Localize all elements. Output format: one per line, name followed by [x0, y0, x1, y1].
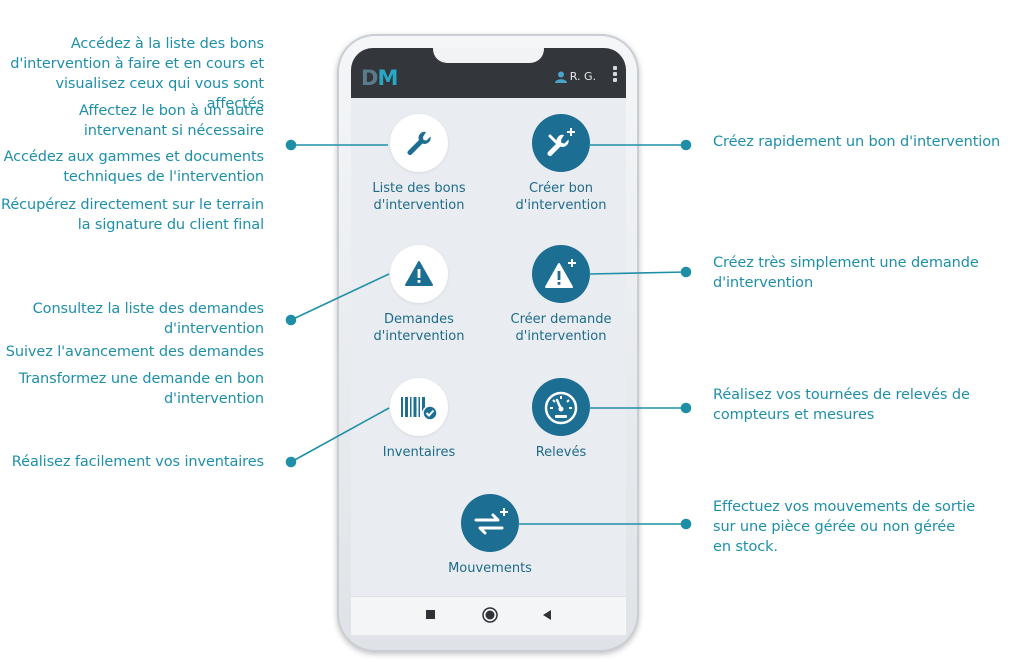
- kebab-menu-icon[interactable]: [613, 66, 618, 84]
- callout-line: d'intervention à faire et en cours et: [10, 56, 264, 72]
- tile-label: Créer demande d'intervention: [510, 312, 612, 344]
- tile-liste-bons[interactable]: Liste des bons d'intervention: [354, 114, 484, 214]
- callout-transformez: Transformez une demande en bon d'interve…: [19, 369, 264, 409]
- phone-notch: [433, 48, 544, 63]
- callout-gammes: Accédez aux gammes et documents techniqu…: [3, 147, 265, 187]
- callout-line: Transformez une demande en bon: [18, 371, 264, 387]
- callout-line: Créez très simplement une demande: [713, 255, 979, 271]
- tile-creer-demande[interactable]: Créer demande d'intervention: [496, 245, 626, 345]
- phone-screen: DM R. G. Liste des bons d'intervention C…: [351, 48, 626, 600]
- callout-line: sur une pièce gérée ou non gérée: [713, 519, 956, 535]
- circle-home-icon[interactable]: [482, 607, 498, 623]
- tile-label: Inventaires: [382, 445, 456, 460]
- logo-d: D: [361, 66, 378, 90]
- callout-line: Consultez la liste des demandes: [32, 301, 264, 317]
- callout-affectez: Affectez le bon à un autre intervenant s…: [79, 101, 264, 141]
- tile-creer-bon[interactable]: Créer bon d'intervention: [496, 114, 626, 214]
- tile-demandes[interactable]: Demandes d'intervention: [354, 245, 484, 345]
- square-icon[interactable]: [425, 609, 437, 621]
- callout-line: Suivez l'avancement des demandes: [5, 344, 264, 360]
- callout-suivez: Suivez l'avancement des demandes: [6, 342, 264, 362]
- tile-circle: [532, 245, 590, 303]
- callout-mouvements: Effectuez vos mouvements de sortie sur u…: [713, 497, 975, 557]
- callout-line: intervenant si nécessaire: [83, 123, 264, 139]
- tile-circle: [390, 378, 448, 436]
- callout-signature: Récupérez directement sur le terrain la …: [1, 195, 264, 235]
- callout-line: Réalisez facilement vos inventaires: [11, 454, 264, 470]
- callout-line: d'intervention: [163, 391, 264, 407]
- dm-logo: DM: [361, 66, 398, 90]
- callout-line: d'intervention: [163, 321, 264, 337]
- tile-circle: [390, 114, 448, 172]
- warning-plus-icon: [545, 259, 576, 288]
- callout-line: Récupérez directement sur le terrain: [1, 197, 264, 213]
- connector-dot: [285, 139, 297, 151]
- callout-line: Accédez aux gammes et documents: [3, 149, 265, 165]
- callout-line: en stock.: [713, 539, 778, 555]
- callout-line: visualisez ceux qui vous sont affectés: [55, 76, 264, 112]
- connector-dot: [285, 456, 297, 468]
- tile-circle: [390, 245, 448, 303]
- user-menu[interactable]: R. G.: [554, 70, 596, 83]
- user-icon: [554, 71, 567, 83]
- callout-liste-bons: Accédez à la liste des bons d'interventi…: [0, 34, 264, 114]
- callout-line: compteurs et mesures: [713, 407, 875, 423]
- connector-dot: [680, 402, 692, 414]
- callout-line: techniques de l'intervention: [63, 169, 264, 185]
- wrench-plus-icon: [547, 128, 575, 156]
- tile-label: Mouvements: [448, 561, 532, 576]
- tile-inventaires[interactable]: Inventaires: [354, 378, 484, 461]
- android-nav-bar: [351, 596, 626, 635]
- tile-circle: [461, 494, 519, 552]
- callout-line: d'intervention: [713, 275, 814, 291]
- callout-creez-bon: Créez rapidement un bon d'intervention: [713, 132, 1000, 152]
- tile-label: Demandes d'intervention: [373, 312, 465, 344]
- callout-line: la signature du client final: [77, 217, 264, 233]
- callout-line: Affectez le bon à un autre: [79, 103, 264, 119]
- wrench-icon: [407, 131, 431, 155]
- tile-label: Créer bon d'intervention: [515, 181, 607, 213]
- tile-label: Liste des bons d'intervention: [372, 181, 466, 213]
- warning-icon: [405, 261, 433, 286]
- connector-dot: [680, 139, 692, 151]
- connector-dot: [285, 314, 297, 326]
- tile-releves[interactable]: Relevés: [496, 378, 626, 461]
- tile-circle: [532, 114, 590, 172]
- gauge-icon: [544, 391, 578, 425]
- callout-line: Accédez à la liste des bons: [70, 36, 264, 52]
- callout-creez-demande: Créez très simplement une demande d'inte…: [713, 253, 979, 293]
- connector-dot: [680, 266, 692, 278]
- tile-circle: [532, 378, 590, 436]
- logo-m: M: [377, 66, 398, 90]
- tile-mouvements[interactable]: Mouvements: [425, 494, 555, 577]
- callout-line: Réalisez vos tournées de relevés de: [713, 387, 970, 403]
- transfer-arrows-icon: [474, 508, 508, 535]
- connector-dot: [680, 518, 692, 530]
- callout-line: Créez rapidement un bon d'intervention: [713, 134, 1001, 150]
- callout-line: Effectuez vos mouvements de sortie: [713, 499, 976, 515]
- barcode-check-icon: [401, 397, 438, 421]
- back-triangle-icon[interactable]: [541, 609, 553, 621]
- callout-consultez-demandes: Consultez la liste des demandes d'interv…: [33, 299, 264, 339]
- user-initials: R. G.: [569, 70, 596, 83]
- callout-releves: Réalisez vos tournées de relevés de comp…: [713, 385, 970, 425]
- app-header: DM R. G.: [351, 48, 626, 98]
- tile-label: Relevés: [535, 445, 587, 460]
- callout-inventaires: Réalisez facilement vos inventaires: [12, 452, 264, 472]
